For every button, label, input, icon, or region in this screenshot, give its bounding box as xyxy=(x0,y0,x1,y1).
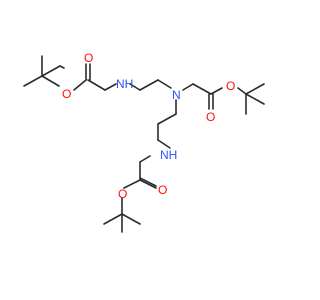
bond xyxy=(139,79,159,91)
bond xyxy=(87,79,106,91)
atom-labels: O O NH N O O NH O O xyxy=(62,51,235,201)
bond xyxy=(129,83,141,91)
bonds xyxy=(23,55,265,233)
bond xyxy=(182,83,194,91)
bond xyxy=(59,65,65,69)
bond xyxy=(104,83,117,91)
bond xyxy=(139,179,157,189)
atom-label-o2: O xyxy=(84,51,93,65)
bond xyxy=(157,113,177,125)
bond xyxy=(139,177,157,187)
bond xyxy=(237,87,247,95)
atom-label-n3: NH xyxy=(160,148,177,162)
molecule-svg: O O NH N O O NH O O xyxy=(23,51,265,233)
atom-label-n1: NH xyxy=(116,77,133,91)
atom-label-o5: O xyxy=(158,183,167,197)
bond xyxy=(157,79,172,89)
atom-label-o1: O xyxy=(62,87,71,101)
bond xyxy=(192,83,212,95)
bond xyxy=(139,155,151,163)
bond xyxy=(41,65,61,77)
bond xyxy=(73,79,87,91)
molecule-structure: O O NH N O O NH O O xyxy=(23,51,265,233)
bond xyxy=(23,75,43,87)
bond xyxy=(157,139,171,149)
atom-label-o6: O xyxy=(118,187,127,201)
bond xyxy=(123,179,141,189)
bond xyxy=(121,213,141,225)
atom-label-o4: O xyxy=(226,79,235,93)
bond xyxy=(103,213,123,225)
bond xyxy=(41,75,60,87)
bond xyxy=(210,87,223,95)
atom-label-n2: N xyxy=(172,88,181,102)
bond xyxy=(245,83,265,95)
bond xyxy=(245,93,265,105)
atom-label-o3: O xyxy=(206,110,215,124)
